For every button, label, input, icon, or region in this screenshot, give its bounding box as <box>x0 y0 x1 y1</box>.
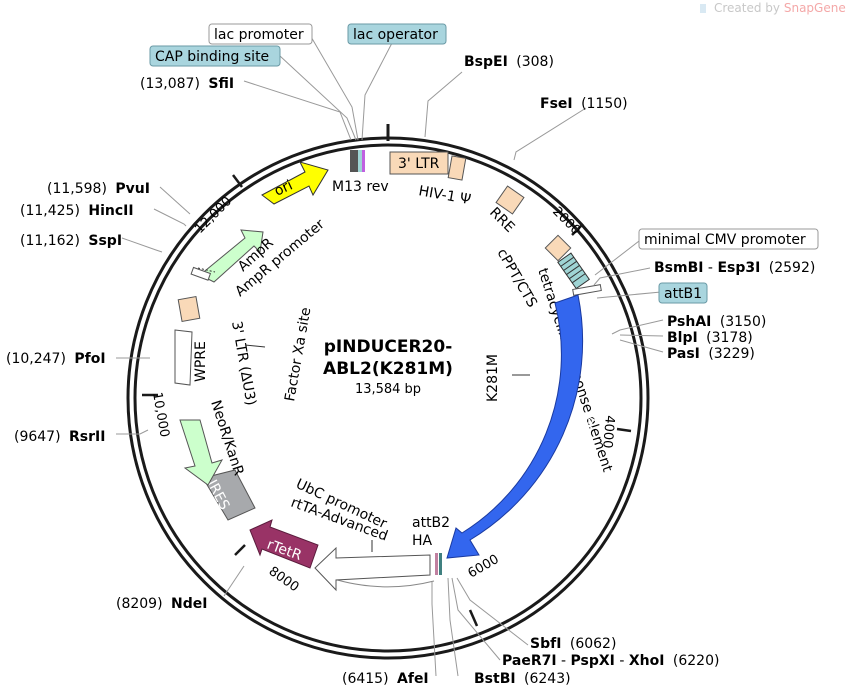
ampr-arrow <box>199 229 264 283</box>
m13rev-label: M13 rev <box>332 179 389 195</box>
backbone-inner-ring <box>133 143 643 653</box>
rre-box <box>495 185 525 215</box>
tick-label-6000: 6000 <box>466 552 502 582</box>
min-cmv-label: minimal CMV promoter <box>644 232 806 248</box>
ltr3-label: 3' LTR <box>398 156 440 172</box>
min-cmv-tag: minimal CMV promoter <box>638 228 819 250</box>
neor-arrow <box>179 419 224 486</box>
ltr-du3-label: 3' LTR (ΔU3) <box>228 320 259 407</box>
factor-xa-tick <box>244 344 266 348</box>
abl2-arrow <box>446 294 584 559</box>
tick-label-12000: 12,000 <box>192 194 235 237</box>
site-sfii: (13,087) SfiI <box>140 76 234 92</box>
site-bspei: BspEI (308) <box>464 54 554 70</box>
site-ndei: (8209) NdeI <box>116 596 207 612</box>
ires-box <box>202 469 256 521</box>
cap-site-label: CAP binding site <box>155 49 269 65</box>
svg-text:Created by SnapGene: Created by SnapGene <box>714 1 846 15</box>
tick-label-10000: 10,000 <box>149 391 172 438</box>
factor-xa-label: Factor Xa site <box>282 306 314 403</box>
k281m-label: K281M <box>485 354 501 402</box>
attb2-mark <box>435 553 438 575</box>
lac-promoter-tag: lac promoter <box>208 23 313 45</box>
lac-promoter-label: lac promoter <box>214 27 304 43</box>
watermark-prefix: Created by <box>714 1 784 15</box>
ori-arrow <box>261 161 329 205</box>
ubc-arrow <box>314 546 431 592</box>
rtetr-arrow <box>249 519 319 569</box>
ampr-promoter-box <box>190 266 212 281</box>
ha-mark <box>439 553 442 575</box>
wpre-box <box>174 329 193 386</box>
watermark-brand: SnapGene <box>784 1 846 15</box>
site-leaders <box>116 34 664 677</box>
attb1-label: attB1 <box>664 286 702 302</box>
tre-feature <box>557 252 591 290</box>
cppt-label: cPPT/CTS <box>494 246 540 310</box>
tick-marks <box>142 174 632 627</box>
site-rsrii: (9647) RsrII <box>14 429 105 445</box>
site-sbfi: SbfI (6062) <box>530 636 616 652</box>
site-bsmbi: BsmBI - Esp3I (2592) <box>654 260 815 276</box>
site-pvui: (11,598) PvuI <box>47 181 150 197</box>
ltr3-feature: 3' LTR <box>389 151 467 181</box>
ori-label: ori <box>272 177 295 199</box>
lac-small-features <box>350 150 365 172</box>
lac-operator-mark <box>358 150 362 172</box>
ampr-dots <box>197 267 216 273</box>
ha-label: HA <box>412 533 433 549</box>
min-cmv-box <box>572 284 602 296</box>
site-fsei: FseI (1150) <box>540 96 628 112</box>
ltr3-box <box>389 151 449 175</box>
hiv-psi-box <box>447 155 467 181</box>
wpre-label: WPRE <box>193 341 209 382</box>
tick-label-8000: 8000 <box>266 564 302 595</box>
site-afei: (6415) AfeI <box>342 671 429 687</box>
site-bstbi: BstBI (6243) <box>474 671 571 687</box>
plasmid-name-line1: pINDUCER20- <box>324 337 453 357</box>
lac-operator-label: lac operator <box>353 27 438 43</box>
snapgene-logo-icon <box>700 4 706 13</box>
site-pasi: PasI (3229) <box>667 346 755 362</box>
site-pshai: PshAI (3150) <box>667 314 766 330</box>
attb1-tag: attB1 <box>658 282 708 304</box>
cap-site-tag: CAP binding site <box>149 45 281 67</box>
plasmid-size: 13,584 bp <box>355 382 421 397</box>
plasmid-name-line2: ABL2(K281M) <box>323 359 453 379</box>
watermark: Created by SnapGene <box>700 1 846 15</box>
tick-label-4000: 4000 <box>599 415 617 449</box>
lac-promoter-mark <box>362 150 365 172</box>
site-hincii: (11,425) HincII <box>20 203 134 219</box>
cppt-box <box>544 234 572 262</box>
site-pfoi: (10,247) PfoI <box>6 351 106 367</box>
attb2-label: attB2 <box>412 515 450 531</box>
site-blpi: BlpI (3178) <box>667 330 753 346</box>
lac-operator-tag: lac operator <box>347 23 447 45</box>
m13rev-mark <box>350 150 358 172</box>
hiv-psi-label: HIV-1 Ψ <box>417 183 472 208</box>
site-sspi: (11,162) SspI <box>20 233 122 249</box>
site-paer7i: PaeR7I - PspXI - XhoI (6220) <box>502 653 719 669</box>
ltr-du3-box <box>177 296 201 322</box>
